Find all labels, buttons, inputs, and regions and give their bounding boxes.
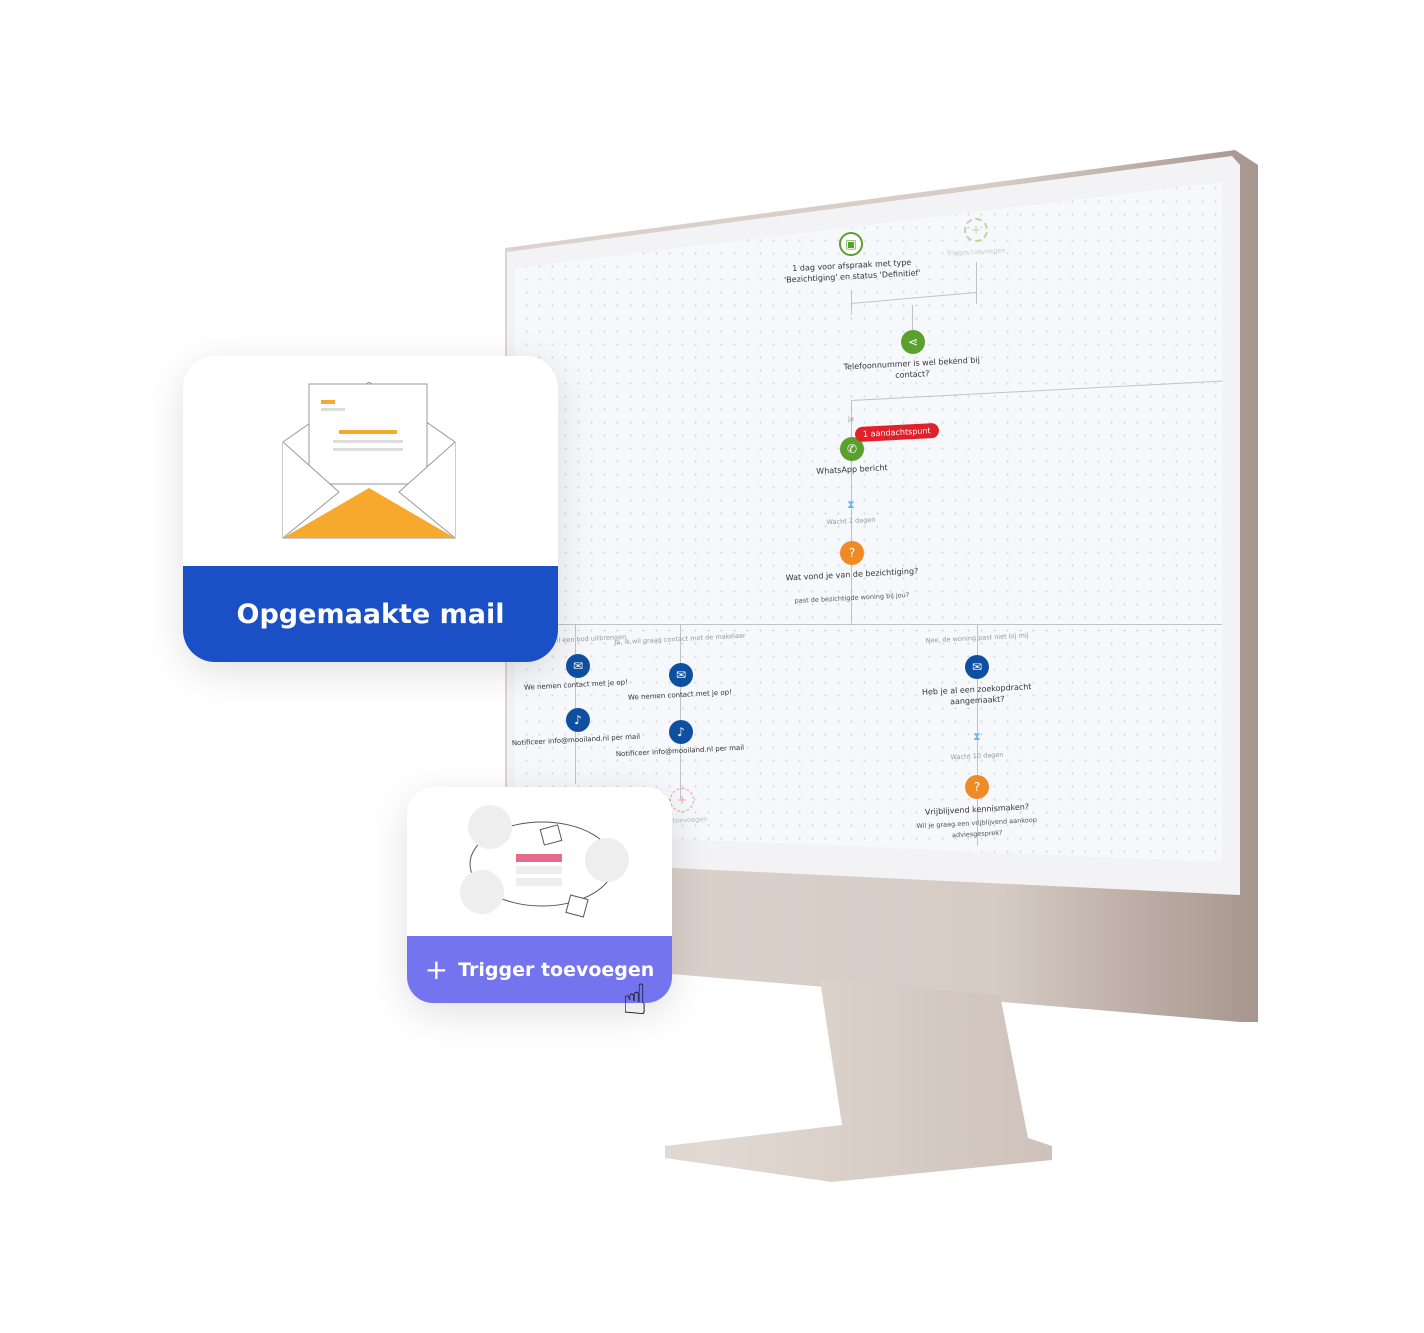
mail-icon[interactable]: ✉ xyxy=(566,654,590,678)
mail-icon[interactable]: ✉ xyxy=(965,655,989,679)
question-icon[interactable]: ? xyxy=(965,775,989,799)
add-trigger-button[interactable]: + Trigger toevoegen xyxy=(407,936,672,1003)
template-mail-label: Opgemaakte mail xyxy=(183,566,558,662)
mail-icon[interactable]: ✉ xyxy=(669,663,693,687)
calendar-icon[interactable]: ▣ xyxy=(839,232,863,256)
question-icon[interactable]: ? xyxy=(840,541,864,565)
envelope-icon xyxy=(282,382,456,539)
pointer-hand-icon: ☝ xyxy=(622,975,648,1024)
add-step-icon[interactable]: + xyxy=(670,788,694,812)
split-icon[interactable]: ⋖ xyxy=(901,330,925,354)
hourglass-icon: ⧗ xyxy=(973,730,981,743)
bell-icon[interactable]: ♪ xyxy=(566,708,590,732)
hourglass-icon: ⧗ xyxy=(847,498,855,511)
add-trigger-card[interactable]: + Trigger toevoegen xyxy=(407,787,672,1003)
bell-icon[interactable]: ♪ xyxy=(669,720,693,744)
plus-icon: + xyxy=(424,953,449,986)
integration-illustration xyxy=(460,805,629,918)
add-trigger-icon[interactable]: + xyxy=(964,218,988,242)
template-mail-card[interactable]: Opgemaakte mail xyxy=(183,356,558,662)
add-trigger-label: Trigger toevoegen xyxy=(458,958,655,981)
